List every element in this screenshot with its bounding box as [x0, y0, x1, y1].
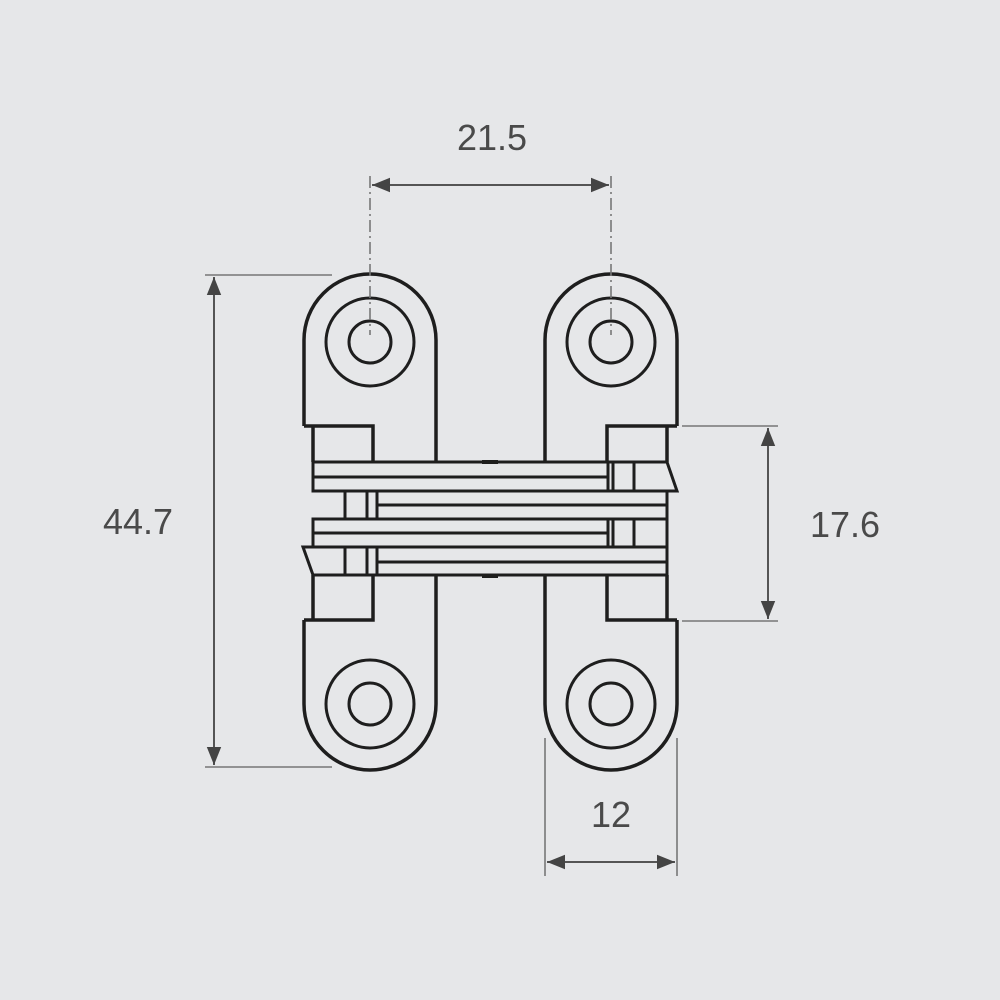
hole-spacing-label: 21.5	[456, 117, 528, 158]
screw-hole-inner	[347, 681, 393, 727]
screw-hole-outer	[565, 658, 657, 750]
screw-hole-inner	[588, 681, 634, 727]
dimension-hole-spacing	[369, 176, 612, 335]
link-height-label: 17.6	[809, 504, 881, 545]
left-plate	[302, 272, 438, 772]
screw-hole-outer	[324, 658, 416, 750]
plate-width-label: 12	[590, 794, 632, 835]
right-plate	[543, 272, 679, 772]
hinge-links	[300, 460, 680, 578]
screw-hole-inner	[347, 319, 393, 365]
dimension-plate-width	[544, 738, 678, 876]
dimension-link-height	[682, 425, 778, 622]
dimension-total-height	[205, 274, 332, 768]
total-height-label: 44.7	[102, 501, 174, 542]
screw-hole-inner	[588, 319, 634, 365]
